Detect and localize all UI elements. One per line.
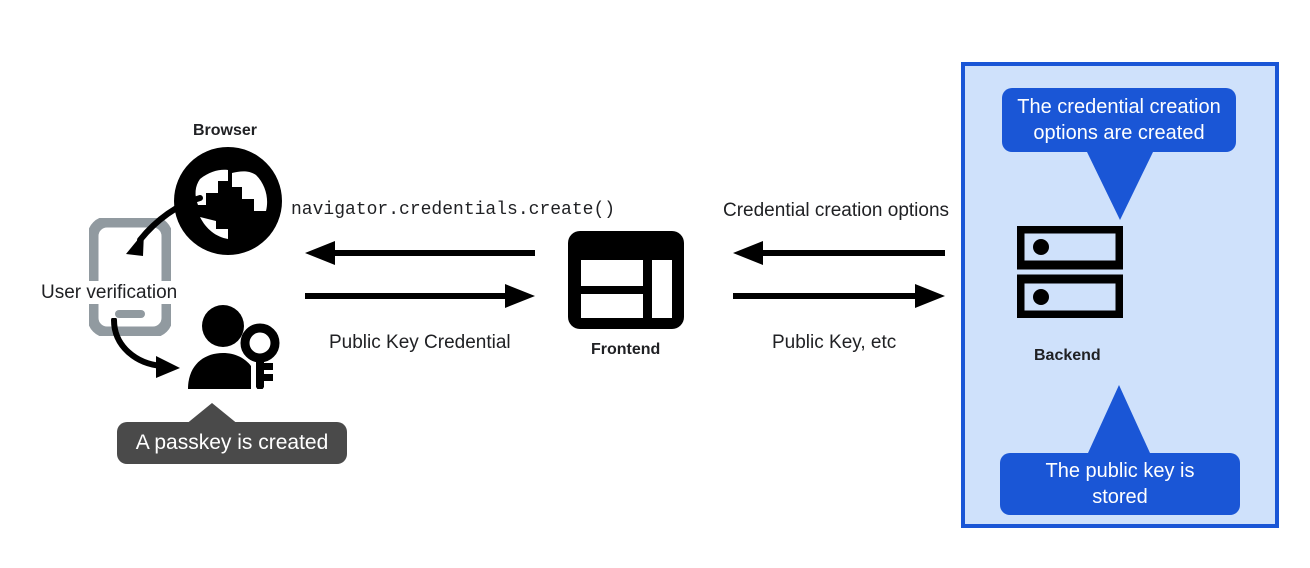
arrow-browser-to-frontend xyxy=(305,283,535,309)
arrow-backend-to-frontend xyxy=(733,240,945,266)
person-with-key-icon xyxy=(186,303,282,393)
passkey-callout-tail xyxy=(185,403,239,425)
flow-label-credential-creation-options: Credential creation options xyxy=(723,200,950,221)
arrow-phone-to-person xyxy=(100,317,210,388)
user-verification-label: User verification xyxy=(39,281,180,304)
globe-icon xyxy=(170,143,286,259)
flow-label-navigator-create: navigator.credentials.create() xyxy=(291,200,616,220)
callout-line-2: options are created xyxy=(1033,122,1205,144)
flow-label-public-key-credential: Public Key Credential xyxy=(329,332,511,353)
arrow-frontend-to-backend xyxy=(733,283,945,309)
arrow-frontend-to-browser xyxy=(305,240,535,266)
callout-line-2: stored xyxy=(1092,486,1148,508)
callout-line-1: The credential creation xyxy=(1017,96,1221,118)
frontend-label: Frontend xyxy=(591,341,661,358)
flow-label-public-key-etc: Public Key, etc xyxy=(772,332,897,353)
callout-credential-creation-options: The credential creation options are crea… xyxy=(1002,88,1236,152)
dashboard-layout-icon xyxy=(568,231,684,329)
callout-line-1: The public key is xyxy=(1045,460,1195,482)
callout-passkey-created: A passkey is created xyxy=(117,422,347,464)
browser-label: Browser xyxy=(193,122,258,139)
callout-tail-down xyxy=(1087,152,1153,220)
callout-tail-up xyxy=(1088,385,1150,453)
backend-label: Backend xyxy=(1034,347,1101,364)
smartphone-icon xyxy=(87,216,173,338)
callout-public-key-stored: The public key is stored xyxy=(1000,453,1240,515)
server-stack-icon xyxy=(1015,224,1125,320)
arrow-browser-to-phone xyxy=(100,190,210,280)
